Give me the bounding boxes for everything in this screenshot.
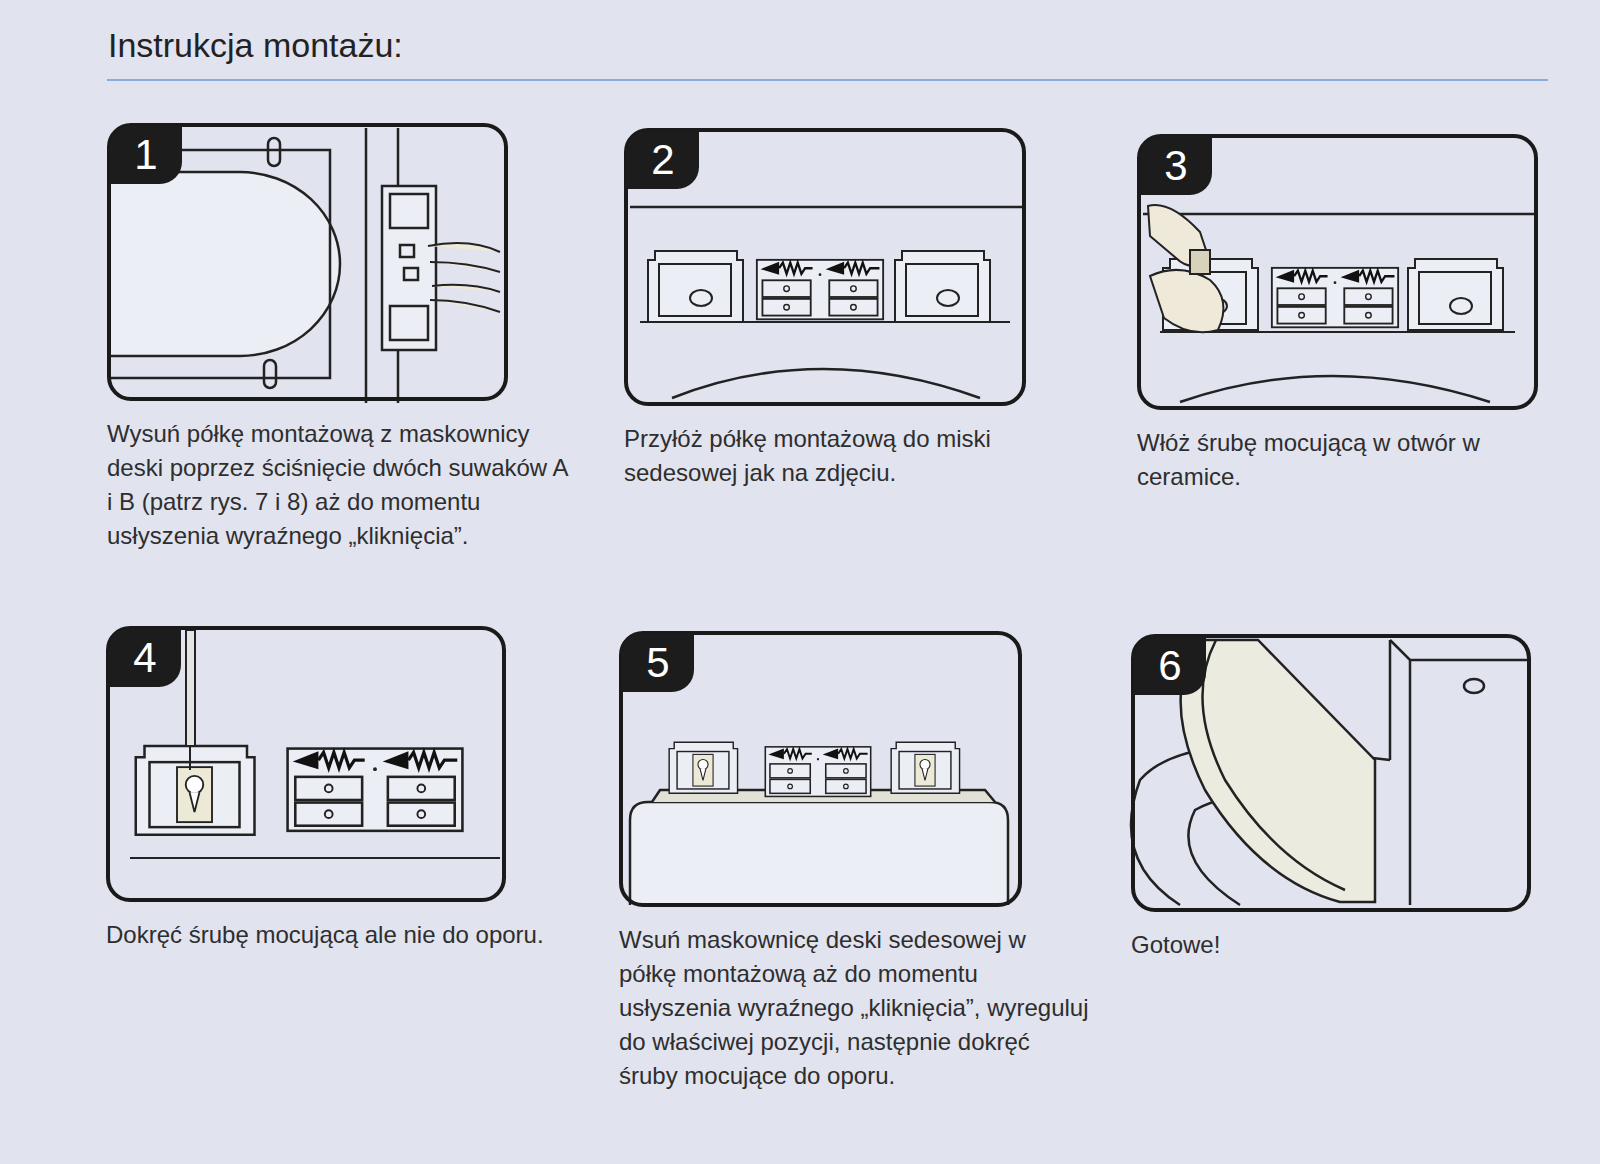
step-number: 6 <box>1134 637 1206 695</box>
step-number: 3 <box>1140 137 1212 195</box>
step-panel: 1Wysuń półkę montażową z maskownicy desk… <box>107 123 508 401</box>
step-panel: 6Gotowe! <box>1131 634 1531 912</box>
step-number: 4 <box>109 629 181 687</box>
title: Instrukcja montażu: <box>108 26 403 65</box>
step-panel: 2Przyłóż półkę montażową do miski sedeso… <box>624 128 1026 406</box>
step-panel: 5Wsuń maskownicę deski sedesowej w półkę… <box>619 631 1022 907</box>
step-caption: Przyłóż półkę montażową do miski sedesow… <box>624 422 1094 490</box>
step-number: 1 <box>110 126 182 184</box>
step-caption: Dokręć śrubę mocującą ale nie do oporu. <box>106 918 576 952</box>
step-caption: Gotowe! <box>1131 928 1571 962</box>
step-number: 2 <box>627 131 699 189</box>
step-caption: Wsuń maskownicę deski sedesowej w półkę … <box>619 923 1089 1093</box>
step-number: 5 <box>622 634 694 692</box>
step-panel: 3Włóż śrubę mocującą w otwór w ceramice. <box>1137 134 1538 410</box>
step-panel: 4Dokręć śrubę mocującą ale nie do oporu. <box>106 626 506 902</box>
step-caption: Wysuń półkę montażową z maskownicy deski… <box>107 417 577 553</box>
step-caption: Włóż śrubę mocującą w otwór w ceramice. <box>1137 426 1577 494</box>
